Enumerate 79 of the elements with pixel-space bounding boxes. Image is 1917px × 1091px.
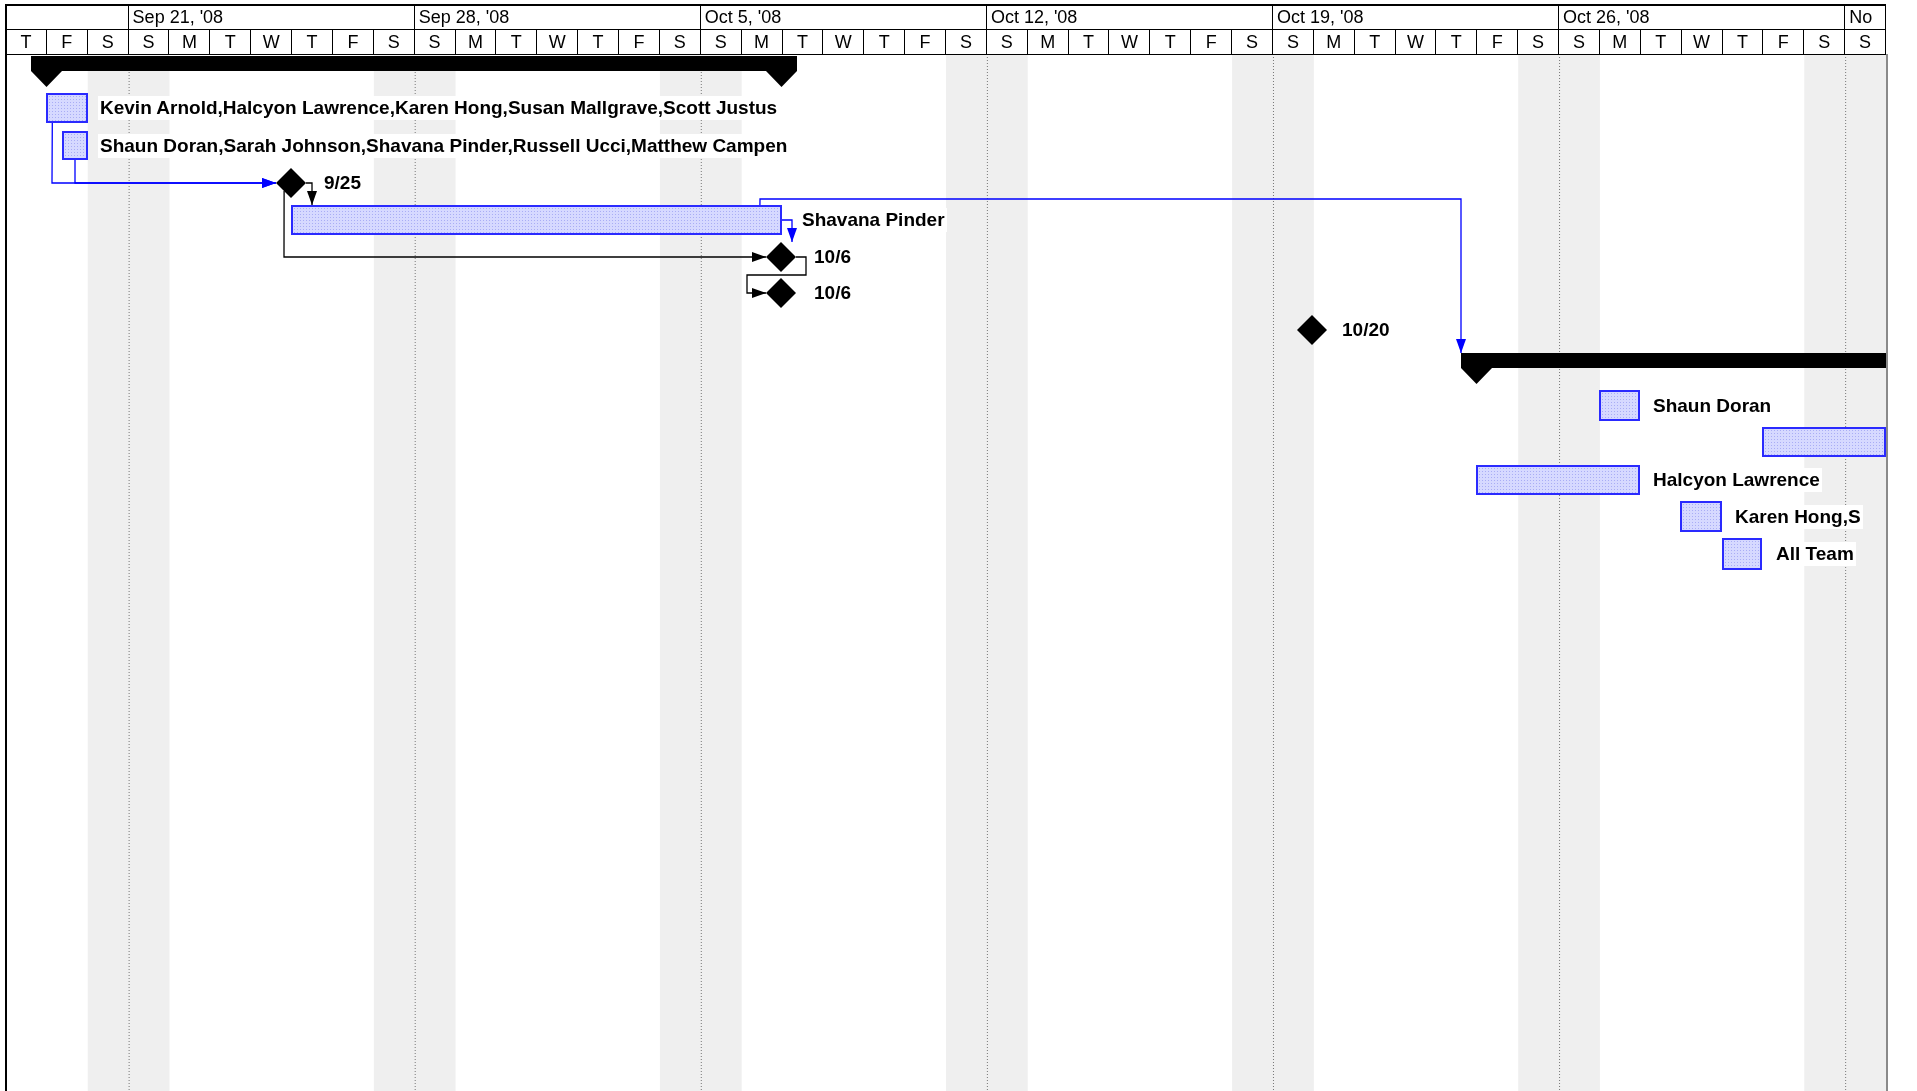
dependency-arrow [781,219,797,243]
task-bar [1680,501,1722,532]
timescale-day-header: T [1150,30,1192,55]
task-bar [291,205,782,235]
milestone-diamond [766,242,796,272]
timescale-day-header: S [1272,30,1314,55]
timescale-day-header: T [292,30,333,55]
dependency-arrow [746,256,807,298]
timescale-week-header: Oct 19, '08 [1272,5,1560,30]
dependency-arrow [74,159,277,188]
timescale-day-header: T [6,30,47,55]
task-bar [1762,427,1886,457]
timescale-day-header: S [414,30,456,55]
timescale-day-header: S [946,30,987,55]
timescale-day-header: W [251,30,293,55]
dependency-arrow [759,198,1466,354]
timescale-day-header: M [455,30,497,55]
timescale-day-header: S [1232,30,1273,55]
timescale-week-header: Oct 26, '08 [1559,5,1846,30]
timescale-day-header: T [1354,30,1396,55]
timescale-day-header: T [210,30,252,55]
dependency-arrow [305,182,317,206]
dependency-arrow [283,190,767,262]
timescale-week-header: Oct 12, '08 [986,5,1273,30]
timescale-day-header: S [659,30,701,55]
timescale-day-header: S [1804,30,1846,55]
timescale-day-header: F [332,30,374,55]
timescale-day-header: F [1477,30,1519,55]
timescale-day-header: S [1559,30,1600,55]
timescale-week-header: Sep 28, '08 [414,5,701,30]
resource-names-label: Halcyon Lawrence [1651,468,1822,492]
timescale-day-header: W [1109,30,1151,55]
task-bar [1722,538,1762,570]
timescale-day-header: W [1681,30,1723,55]
timescale-day-header: W [1395,30,1437,55]
task-bar [62,131,88,160]
task-bar [1476,465,1640,495]
timescale-day-header: T [1068,30,1110,55]
timescale-day-header: M [1599,30,1641,55]
timescale-day-header: F [46,30,88,55]
summary-bar [31,56,797,87]
timescale-day-header: S [373,30,415,55]
timescale-day-header: S [700,30,742,55]
milestone-diamond [766,278,796,308]
timescale-day-header: M [1313,30,1355,55]
timescale-day-header: F [1191,30,1233,55]
timescale-day-header: M [741,30,783,55]
timescale-week-header: No [1845,5,1886,30]
task-bar [46,93,88,123]
timescale-day-header: T [864,30,906,55]
timescale-day-header: T [1436,30,1478,55]
task-bar [1599,390,1640,421]
timescale-day-header: F [1763,30,1805,55]
resource-names-label: Karen Hong,S [1733,504,1863,529]
milestone-diamond [276,168,306,198]
timescale-day-header: W [823,30,865,55]
timescale-week-header: Sep 21, '08 [128,5,415,30]
resource-names-label: Kevin Arnold,Halcyon Lawrence,Karen Hong,Susan Mallgrave,Scott Justus [98,96,780,120]
summary-bar [1461,353,1886,384]
timescale-day-header: S [1845,30,1886,55]
timescale-day-header: T [1722,30,1764,55]
timescale-day-header: T [578,30,620,55]
milestone-diamond [1297,315,1327,345]
timescale-day-header: S [986,30,1028,55]
timescale-day-header: S [128,30,170,55]
resource-names-label: Shavana Pinder [800,208,947,232]
resource-names-label: All Team [1774,542,1856,566]
timescale-day-header: M [169,30,211,55]
timescale-day-header: S [1518,30,1560,55]
timescale-day-header: T [782,30,824,55]
timescale-day-header: F [619,30,660,55]
timescale-day-header: M [1027,30,1069,55]
timescale-day-header: W [537,30,579,55]
timescale-day-header: S [87,30,129,55]
timescale-day-header: T [1640,30,1682,55]
timescale-week-header: Oct 5, '08 [700,5,987,30]
timescale-day-header: F [905,30,946,55]
timescale-day-header: T [496,30,538,55]
resource-names-label: Shaun Doran,Sarah Johnson,Shavana Pinder,Russell Ucci,Matthew Campen [98,133,790,158]
